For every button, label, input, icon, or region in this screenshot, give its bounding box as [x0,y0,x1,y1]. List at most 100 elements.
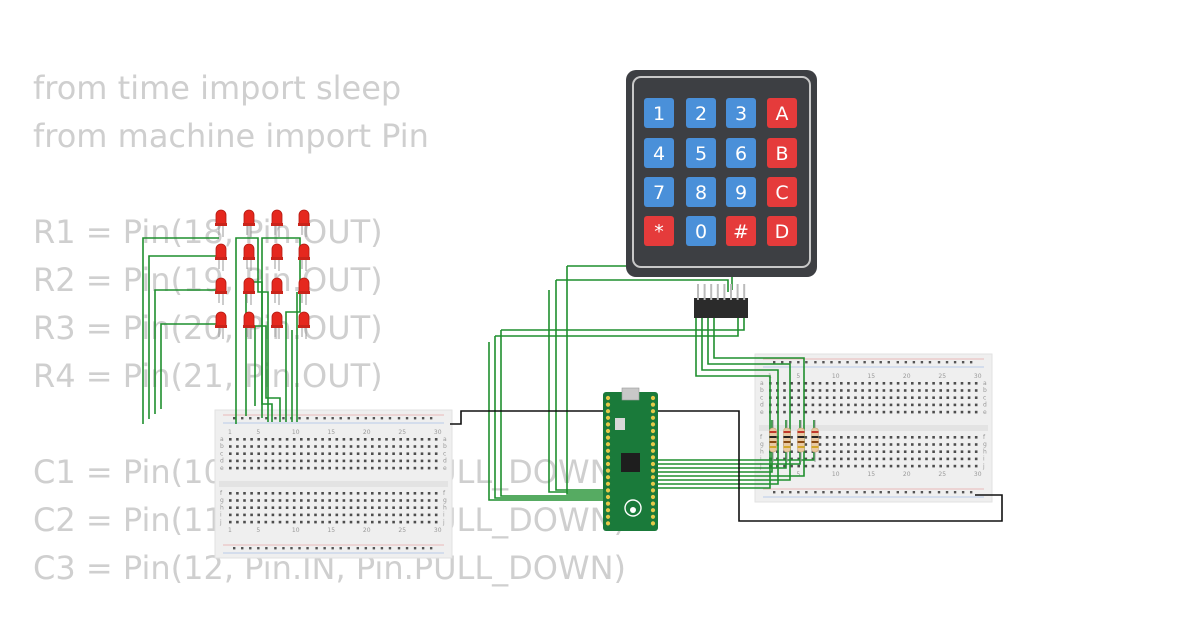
key-cap[interactable] [644,98,674,128]
gpio-pin[interactable] [650,508,656,513]
key-cap[interactable] [644,216,674,246]
key-cap[interactable] [686,138,716,168]
gpio-pin[interactable] [605,402,611,407]
gpio-pin[interactable] [650,521,656,526]
keypad-key[interactable]: # [726,216,756,246]
gpio-pin[interactable] [650,475,656,480]
rail-hole [896,491,899,494]
key-cap[interactable] [726,138,756,168]
gpio-pin[interactable] [650,461,656,467]
key-cap[interactable] [644,177,674,207]
gpio-pin[interactable] [605,448,611,453]
row-letter: d [760,402,764,409]
gpio-pin[interactable] [650,501,656,506]
keypad-key[interactable]: 6 [726,138,756,168]
keypad-key[interactable]: 9 [726,177,756,207]
keypad-key[interactable]: 7 [644,177,674,207]
breadboard-hole [875,464,879,468]
led[interactable] [243,311,255,339]
gpio-pin[interactable] [650,442,656,447]
breadboard-hole [918,443,921,446]
gpio-pin[interactable] [605,455,611,460]
gpio-pin[interactable] [605,501,611,506]
key-cap[interactable] [726,177,756,207]
gpio-pin[interactable] [650,468,656,473]
keypad-key[interactable]: 3 [726,98,756,128]
gpio-pin[interactable] [605,508,611,513]
led[interactable] [215,277,227,305]
gpio-pin[interactable] [650,488,656,493]
led[interactable] [243,243,255,271]
led[interactable] [271,209,283,237]
gpio-pin[interactable] [605,494,611,500]
gpio-pin[interactable] [605,461,611,467]
key-cap[interactable] [726,98,756,128]
led[interactable] [243,209,255,237]
usb-port[interactable] [621,387,640,401]
gpio-pin[interactable] [650,494,656,500]
key-cap[interactable] [767,98,797,128]
keypad-key[interactable]: C [767,177,797,207]
key-cap[interactable] [767,177,797,207]
led[interactable] [298,243,310,271]
keypad-key[interactable]: * [644,216,674,246]
keypad-key[interactable]: 1 [644,98,674,128]
gpio-pin[interactable] [650,455,656,460]
breadboard-hole [271,445,275,448]
gpio-pin[interactable] [650,448,656,453]
gpio-pin[interactable] [605,481,611,486]
raspberry-pi-pico[interactable] [603,387,658,531]
keypad-key[interactable]: B [767,138,797,168]
keypad-key[interactable]: D [767,216,797,246]
led[interactable] [215,311,227,339]
gpio-pin[interactable] [605,395,611,401]
gpio-pin[interactable] [650,428,656,434]
led[interactable] [215,243,227,271]
gpio-pin[interactable] [650,514,656,519]
led[interactable] [298,277,310,305]
gpio-pin[interactable] [650,422,656,427]
gpio-pin[interactable] [650,395,656,401]
gpio-pin[interactable] [605,435,611,440]
gpio-pin[interactable] [650,481,656,486]
led[interactable] [215,209,227,237]
led[interactable] [271,277,283,305]
keypad-key[interactable]: 8 [686,177,716,207]
key-cap[interactable] [726,216,756,246]
gpio-pin[interactable] [605,422,611,427]
keypad-key[interactable]: 5 [686,138,716,168]
gpio-pin[interactable] [605,428,611,434]
gpio-pin[interactable] [605,468,611,473]
keypad-key[interactable]: 2 [686,98,716,128]
gpio-pin[interactable] [605,442,611,447]
led[interactable] [243,277,255,305]
gpio-pin[interactable] [650,435,656,440]
gpio-pin[interactable] [605,409,611,414]
led[interactable] [298,209,310,237]
key-cap[interactable] [644,138,674,168]
keypad-key[interactable]: 4 [644,138,674,168]
led[interactable] [271,311,283,339]
resistor [783,420,791,462]
key-cap[interactable] [686,98,716,128]
key-cap[interactable] [686,216,716,246]
led[interactable] [271,243,283,271]
breadboard-hole [271,492,275,495]
key-cap[interactable] [686,177,716,207]
key-cap[interactable] [767,216,797,246]
keypad-key[interactable]: 0 [686,216,716,246]
key-cap[interactable] [767,138,797,168]
breadboard-hole [335,459,339,463]
gpio-pin[interactable] [605,488,611,493]
gpio-pin[interactable] [605,475,611,480]
led[interactable] [298,311,310,339]
gpio-pin[interactable] [650,415,656,420]
bootsel-button[interactable] [615,418,625,430]
gpio-pin[interactable] [650,402,656,407]
keypad-key[interactable]: A [767,98,797,128]
gpio-pin[interactable] [605,514,611,519]
gpio-pin[interactable] [605,415,611,420]
gpio-pin[interactable] [650,409,656,414]
gpio-pin[interactable] [605,521,611,526]
